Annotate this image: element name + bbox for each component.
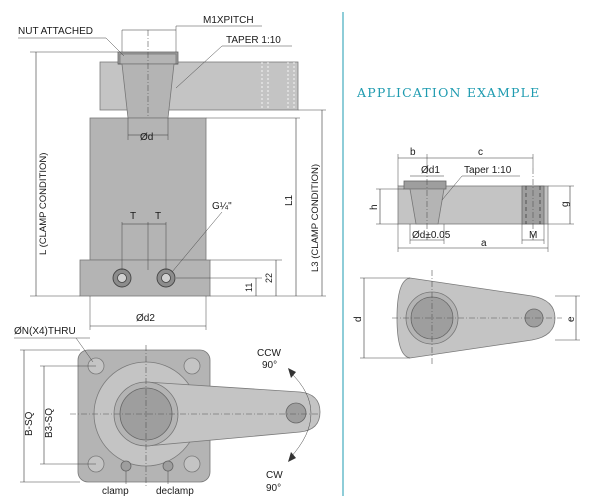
application-example: APPLICATION EXAMPLE b c Ød1 Taper 1:10 h (353, 85, 580, 366)
ccw-label: CCW (257, 348, 281, 359)
cw-deg-label: 90° (266, 483, 281, 494)
bottom-view: ØN(X4)THRU B-SQ B3-SQ CCW 90° CW 90° cla… (14, 326, 321, 497)
port-left-inner (117, 273, 127, 283)
rotation-arrow-top (288, 368, 296, 378)
port-right-inner (161, 273, 171, 283)
h-label: h (369, 204, 380, 210)
taper-label: TAPER 1:10 (226, 35, 281, 46)
b-label: b (410, 147, 416, 158)
d2-label: Ød2 (136, 313, 155, 324)
declamp-label: declamp (156, 486, 194, 497)
b3-sq-label: B3-SQ (44, 408, 55, 438)
dim-22-label: 22 (264, 273, 274, 283)
n-leader (75, 337, 94, 363)
nut-leader (105, 37, 125, 57)
l-clamp-label: L (CLAMP CONDITION) (38, 153, 49, 255)
nut-attached-label: NUT ATTACHED (18, 26, 93, 37)
d-label: Ød (140, 132, 153, 143)
app-nut (403, 180, 447, 190)
taper-leader (175, 45, 223, 89)
app-taper-label: Taper 1:10 (464, 165, 512, 176)
clamp-label: clamp (102, 486, 129, 497)
corner-hole-br (183, 455, 201, 473)
rotation-arrow-bottom (288, 452, 296, 462)
side-view: M1XPITCH NUT ATTACHED TAPER 1:10 Ød T T … (18, 15, 326, 330)
l3-clamp-label: L3 (CLAMP CONDITION) (310, 164, 321, 272)
t-left-label: T (130, 211, 136, 222)
cw-label: CW (266, 470, 283, 481)
clamp-port (120, 460, 132, 472)
t-right-label: T (155, 211, 161, 222)
g-label: g (560, 201, 571, 207)
declamp-port (162, 460, 174, 472)
l1-label: L1 (284, 194, 295, 206)
dim-11-label: 11 (244, 283, 254, 292)
a-label: a (481, 238, 487, 249)
corner-hole-tr (183, 357, 201, 375)
arm-tip-hole (285, 402, 307, 424)
c-label: c (478, 147, 483, 158)
m-label: M (529, 230, 537, 241)
app-taper-leader (441, 175, 463, 201)
ccw-deg-label: 90° (262, 360, 277, 371)
g-leader (171, 211, 223, 273)
rotation-arc (289, 371, 312, 459)
m1-pitch-label: M1XPITCH (203, 15, 254, 26)
b-sq-label: B-SQ (24, 411, 35, 436)
n-thru-label: ØN(X4)THRU (14, 326, 76, 337)
e-label: e (566, 316, 577, 322)
application-title: APPLICATION EXAMPLE (356, 85, 540, 100)
g-quarter-label: G¼" (212, 200, 232, 212)
app-d-label: d (353, 316, 364, 322)
d-tol-label: Ød±0.05 (412, 230, 451, 241)
d1-label: Ød1 (421, 165, 440, 176)
